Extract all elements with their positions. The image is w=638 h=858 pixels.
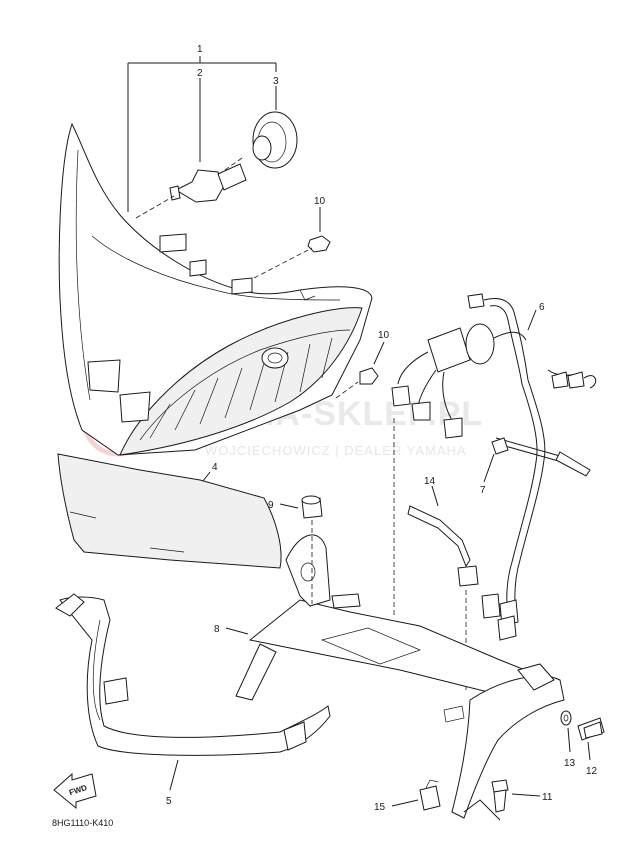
callout-14: 14 (424, 476, 436, 487)
headlight-assembly (58, 122, 373, 456)
wire-harness (391, 293, 597, 641)
bulb (135, 78, 247, 219)
diagram-code: 8HG1110-K410 (52, 818, 113, 828)
callout-2: 2 (197, 68, 203, 79)
callout-5: 5 (166, 796, 172, 807)
socket-cover (221, 86, 298, 173)
clip-15 (391, 779, 441, 811)
damper-9 (279, 495, 323, 519)
bracket-1 (127, 56, 277, 212)
callout-6: 6 (539, 302, 545, 313)
nut-10-upper (253, 207, 331, 279)
callout-7: 7 (480, 485, 486, 496)
callout-13: 13 (564, 758, 576, 769)
callout-3: 3 (273, 76, 279, 87)
cover-4 (57, 453, 282, 569)
callouts: 1 2 3 4 5 6 7 8 9 10 10 11 12 13 14 15 (166, 44, 598, 813)
bolt-12 (577, 717, 605, 761)
bracket-8 (225, 520, 565, 819)
nut-10-lower (335, 341, 385, 399)
watermark-sub-text: WOJCIECHOWICZ | DEALER YAMAHA (205, 443, 467, 458)
callout-4: 4 (212, 462, 218, 473)
callout-10-lower: 10 (378, 330, 390, 341)
callout-8: 8 (214, 624, 220, 635)
callout-10-upper: 10 (314, 196, 326, 207)
clamp-7 (483, 437, 509, 483)
washer-13 (560, 710, 572, 753)
bolt-11 (491, 779, 541, 813)
band-14 (393, 418, 479, 690)
callout-12: 12 (586, 766, 598, 777)
fwd-arrow: FWD (53, 772, 97, 810)
callout-11: 11 (542, 792, 553, 803)
callout-9: 9 (268, 500, 274, 511)
callout-1: 1 (197, 44, 203, 55)
leader-11-15 (463, 799, 501, 821)
callout-15: 15 (374, 802, 386, 813)
stay-5 (55, 593, 331, 791)
